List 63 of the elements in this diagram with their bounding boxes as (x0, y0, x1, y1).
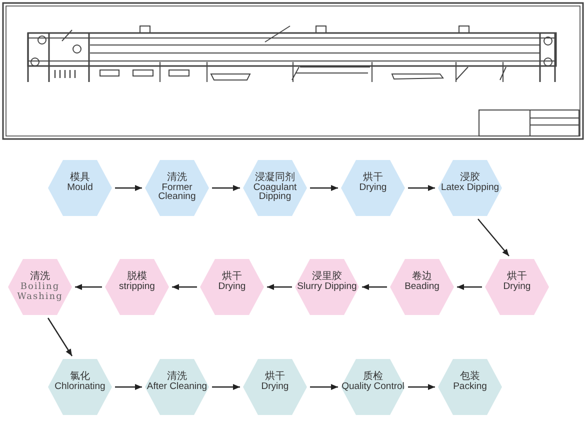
arrow (408, 384, 435, 390)
chinese-label: 清洗 (166, 371, 188, 382)
process-hexagon (243, 160, 307, 216)
chinese-label: 烘干 (221, 271, 243, 282)
arrow (478, 218, 510, 256)
arrow (115, 384, 142, 390)
process-hexagon (8, 259, 72, 315)
chinese-label: 质检 (362, 371, 384, 382)
arrow (457, 284, 482, 290)
arrow (48, 318, 72, 356)
chinese-label: 浸里胶 (311, 271, 343, 282)
process-hexagon (341, 359, 405, 415)
arrow (310, 384, 338, 390)
chinese-label: 清洗 (166, 172, 188, 183)
arrow (362, 284, 387, 290)
arrow (267, 284, 292, 290)
chinese-label: 清洗 (29, 271, 51, 282)
process-hexagon (341, 160, 405, 216)
chinese-label: 模具 (69, 172, 91, 183)
process-hexagon (243, 359, 307, 415)
arrow (115, 185, 142, 191)
english-label: Chlorinating (54, 382, 106, 391)
process-hexagon (485, 259, 549, 315)
process-hexagon (105, 259, 169, 315)
process-hexagon (48, 359, 112, 415)
process-hexagon (200, 259, 264, 315)
chinese-label: 浸胶 (459, 172, 481, 183)
english-label: Beading (404, 282, 440, 291)
process-hexagon (295, 259, 359, 315)
process-hexagon (390, 259, 454, 315)
english-label: Boiling Washing (16, 282, 64, 302)
english-label: Mould (66, 183, 94, 192)
english-label: Drying (217, 282, 247, 291)
arrow (212, 384, 240, 390)
english-label: Coagulant Dipping (252, 183, 298, 201)
english-label: Drying (502, 282, 532, 291)
process-hexagon (145, 359, 209, 415)
arrow (75, 284, 102, 290)
arrow (172, 284, 197, 290)
chinese-label: 烘干 (506, 271, 528, 282)
arrow (212, 185, 240, 191)
process-hexagon (145, 160, 209, 216)
chinese-label: 卷边 (411, 271, 433, 282)
english-label: Drying (358, 183, 388, 192)
chinese-label: 脱模 (126, 271, 148, 282)
english-label: Slurry Dipping (296, 282, 358, 291)
english-label: Packing (452, 382, 488, 391)
english-label: stripping (118, 282, 156, 291)
process-hexagon (438, 160, 502, 216)
chinese-label: 包装 (459, 371, 481, 382)
process-hexagon (48, 160, 112, 216)
chinese-label: 烘干 (264, 371, 286, 382)
english-label: After Cleaning (146, 382, 208, 391)
arrow (310, 185, 338, 191)
process-hexagon (438, 359, 502, 415)
english-label: Former Cleaning (157, 183, 197, 201)
english-label: Drying (260, 382, 290, 391)
chinese-label: 氯化 (69, 371, 91, 382)
english-label: Quality Control (341, 382, 405, 391)
arrow (408, 185, 435, 191)
english-label: Latex Dipping (440, 183, 500, 192)
chinese-label: 浸凝同剂 (254, 172, 296, 183)
chinese-label: 烘干 (362, 172, 384, 183)
